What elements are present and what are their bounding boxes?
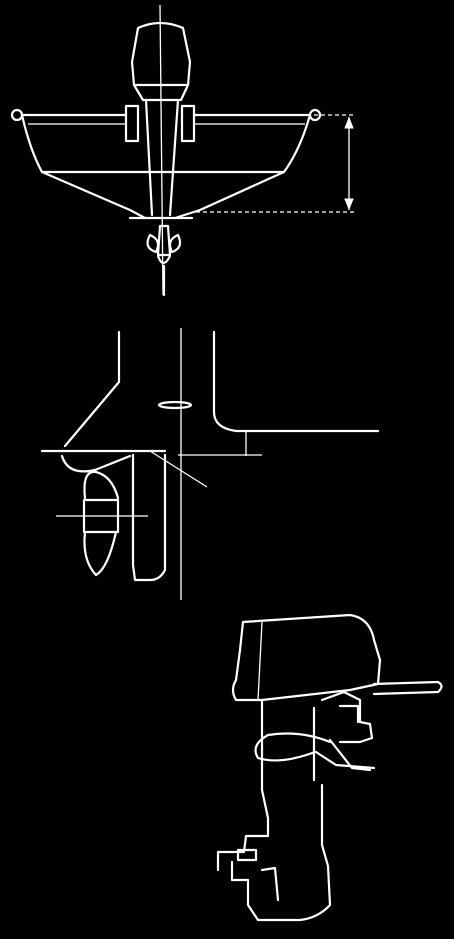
engine-view-panel bbox=[216, 613, 443, 922]
stern-view-panel bbox=[10, 4, 356, 297]
boat-hull bbox=[20, 113, 312, 220]
water-line-mark bbox=[157, 400, 193, 410]
transom-bracket bbox=[312, 690, 374, 782]
left-gunwale-knob bbox=[10, 108, 24, 122]
dim-arrow-bottom bbox=[344, 198, 354, 211]
engine-cowling bbox=[130, 21, 192, 87]
leg-outline bbox=[63, 330, 167, 582]
center-line bbox=[159, 4, 164, 296]
safety-tether bbox=[254, 732, 332, 762]
propeller bbox=[146, 224, 182, 257]
dim-arrow-top bbox=[344, 116, 354, 129]
tiller-handle bbox=[372, 680, 443, 696]
drive-shaft-housing bbox=[144, 98, 180, 217]
cowling-base bbox=[132, 83, 190, 102]
propeller-blades bbox=[60, 454, 132, 577]
left-clamp bbox=[124, 104, 140, 143]
transom-profile bbox=[212, 330, 380, 433]
engine-midsection bbox=[216, 698, 332, 922]
right-clamp bbox=[180, 104, 196, 143]
leader-line bbox=[149, 450, 208, 488]
tether-lanyard bbox=[314, 750, 376, 770]
side-view-panel bbox=[40, 328, 380, 600]
skeg bbox=[156, 254, 172, 297]
lower-unit-detail bbox=[260, 866, 280, 902]
cowling-seam bbox=[257, 621, 263, 701]
engine-cowling-side bbox=[231, 613, 382, 702]
gearcase-fin bbox=[236, 848, 258, 862]
